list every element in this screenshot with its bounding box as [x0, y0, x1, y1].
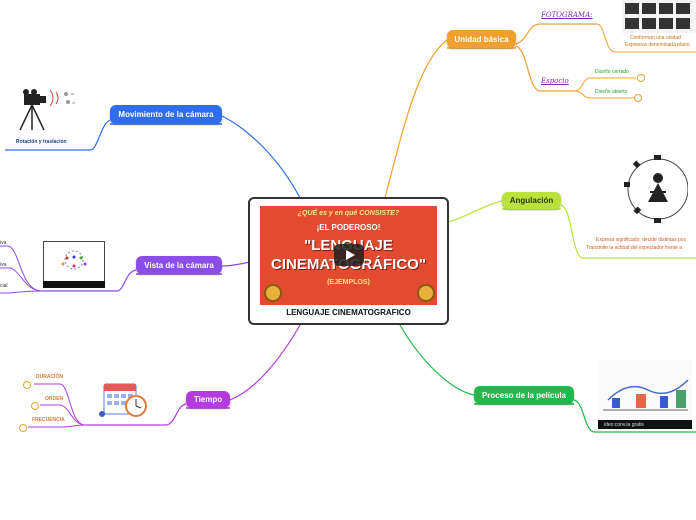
video-line-2: ¡EL PODEROSO! [316, 223, 381, 232]
topic-unidad[interactable]: Unidad básica [447, 30, 516, 48]
film-process-image [598, 360, 692, 429]
subtopic-rotacion[interactable]: Rotación y traslación [16, 139, 67, 145]
note-icon[interactable] [637, 74, 645, 82]
topic-vista[interactable]: Vista de la cámara [136, 256, 222, 274]
camera-view-image [43, 241, 105, 288]
camera-tripod-image [12, 86, 78, 134]
connector-unidad [384, 39, 448, 199]
topic-angulacion[interactable]: Angulación [502, 192, 561, 209]
subtopic-diseno-cerrado[interactable]: Diseño cerrado [595, 69, 629, 75]
subtopic-frecuencia[interactable]: FRECUENCIA [32, 417, 65, 423]
film-reel-icon [264, 284, 282, 302]
note-icon[interactable] [19, 424, 27, 432]
subtopic-duracion[interactable]: DURACIÓN [36, 374, 63, 380]
note-icon[interactable] [23, 381, 31, 389]
play-icon[interactable] [334, 244, 364, 266]
connector-vista [221, 261, 251, 267]
subtopic-vista-1[interactable]: iva [0, 240, 7, 246]
film-frames-image [622, 0, 696, 33]
angulacion-desc-2: Transmite la actitud del espectador fren… [586, 245, 682, 251]
fotograma-desc-2: Expresiva denominada plano. [625, 42, 691, 48]
subtopic-vista-2[interactable]: iva [0, 262, 7, 268]
connector-proceso [399, 324, 475, 396]
camera-angles-image [612, 150, 688, 228]
central-topic[interactable]: ¿QUÉ es y en qué CONSISTE? ¡EL PODEROSO!… [248, 197, 449, 325]
topic-tiempo[interactable]: Tiempo [186, 391, 230, 408]
note-icon[interactable] [634, 94, 642, 102]
calendar-clock-image [96, 378, 152, 422]
video-line-1: ¿QUÉ es y en qué CONSISTE? [297, 210, 400, 217]
video-thumbnail[interactable]: ¿QUÉ es y en qué CONSISTE? ¡EL PODEROSO!… [260, 206, 437, 305]
subtopic-vista-3[interactable]: cial [0, 283, 8, 289]
subtopic-orden[interactable]: ORDEN [45, 396, 64, 402]
film-reel-icon [417, 284, 435, 302]
subtopic-diseno-abierto[interactable]: Diseño abierto [595, 89, 628, 95]
topic-movimiento[interactable]: Movimiento de la cámara [110, 105, 222, 124]
connector-angulacion [448, 200, 503, 223]
note-icon[interactable] [31, 402, 39, 410]
topic-proceso[interactable]: Proceso de la película [474, 386, 574, 404]
subtopic-espacio[interactable]: Espacio [541, 77, 569, 85]
subtopic-fotograma[interactable]: FOTOGRAMA: [541, 11, 593, 19]
connector-movimiento [221, 115, 301, 199]
angulacion-desc-1: Expresa significado: decide distintas po… [596, 237, 687, 243]
video-line-5: (EJEMPLOS) [327, 279, 370, 286]
fotograma-desc-1: Conforman una unidad [630, 35, 681, 41]
connector-tiempo [229, 324, 301, 401]
central-title: LENGUAJE CINEMATOGRAFICO [286, 308, 411, 317]
proceso-caption: ideo:conv.ia gratis [604, 422, 644, 428]
